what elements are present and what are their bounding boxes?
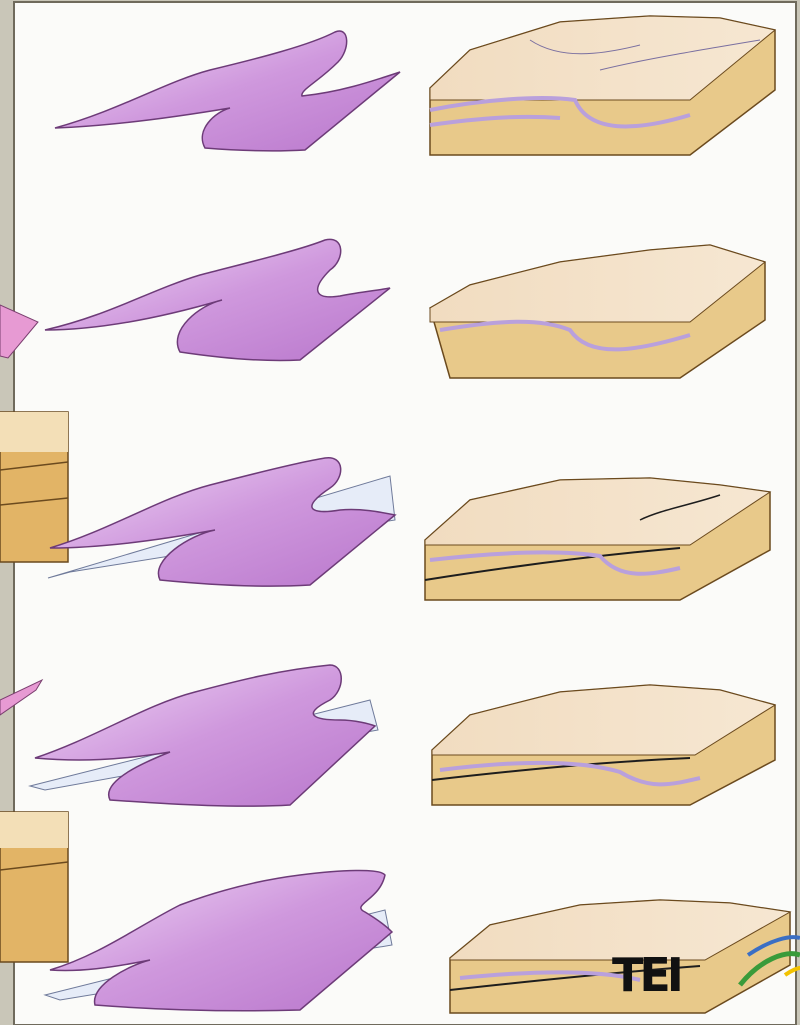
logo-text: TEI (612, 948, 680, 1002)
